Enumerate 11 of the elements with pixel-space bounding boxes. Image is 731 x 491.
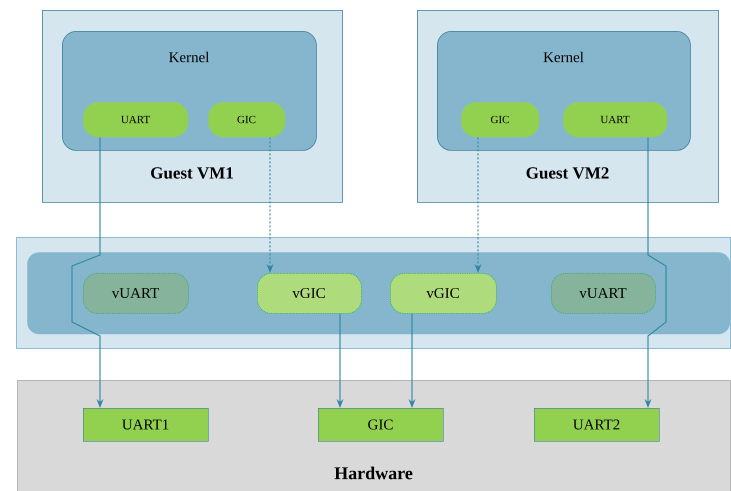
virtual-device-pill: vGIC — [257, 273, 362, 314]
virtual-device-pill: vUART — [83, 273, 189, 314]
device-pill: GIC — [461, 102, 540, 138]
virtual-device-pill: vUART — [551, 273, 656, 314]
device-pill: UART — [83, 102, 188, 138]
hardware-device-box: UART2 — [534, 408, 660, 442]
hardware-device-box: GIC — [318, 408, 444, 442]
hardware-device-box: UART1 — [83, 408, 209, 442]
device-pill: UART — [563, 102, 668, 138]
virtual-device-pill: vGIC — [390, 273, 497, 314]
device-pill: GIC — [208, 102, 286, 138]
